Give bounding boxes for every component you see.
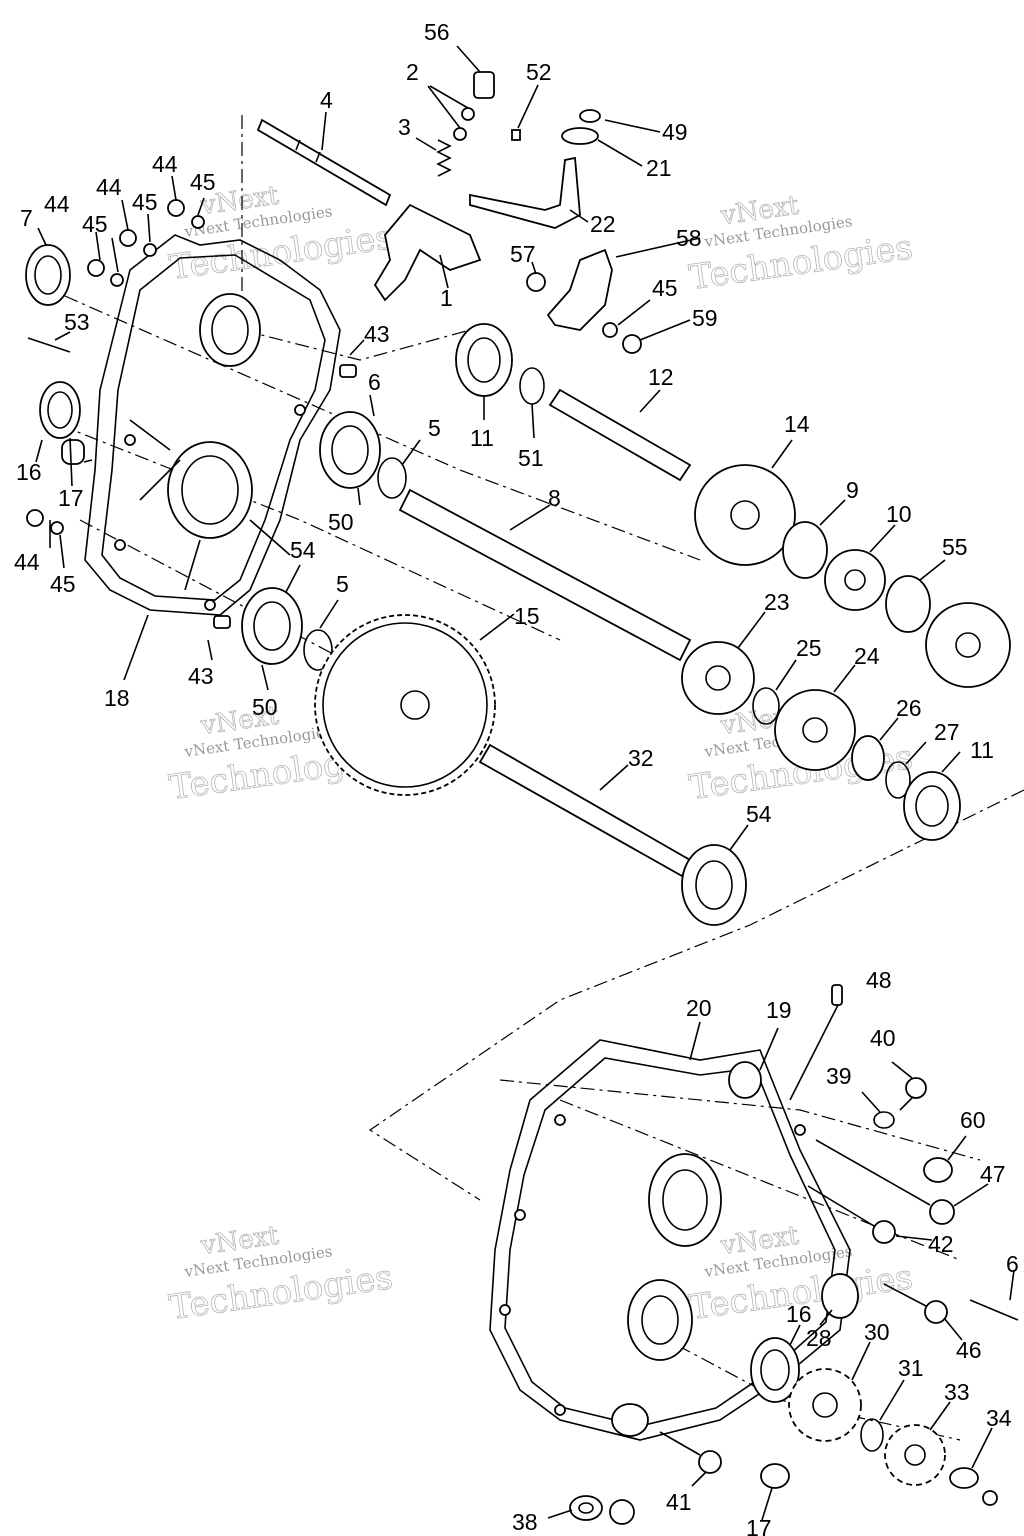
part-label-16: 16: [786, 1301, 812, 1327]
part-label-5: 5: [336, 571, 349, 597]
part-label-44: 44: [96, 174, 122, 200]
part-label-46: 46: [956, 1337, 982, 1363]
part-label-4: 4: [320, 87, 333, 113]
part-label-11: 11: [470, 425, 494, 451]
part-labels: 56 2 52 4 3 49 21 22 44 45 44 45 44 45 7…: [14, 19, 1019, 1536]
part-label-25: 25: [796, 635, 822, 661]
watermark: vNext vNext Technologies Technologies: [166, 1220, 395, 1328]
part-label-38: 38: [512, 1509, 538, 1535]
part-label-45: 45: [82, 211, 108, 237]
part-label-3: 3: [398, 114, 411, 140]
part-label-2: 2: [406, 59, 419, 85]
part-label-48: 48: [866, 967, 892, 993]
part-label-58: 58: [676, 225, 702, 251]
part-label-50: 50: [328, 509, 354, 535]
upper-parts: [25, 71, 1011, 926]
part-label-44: 44: [44, 191, 70, 217]
part-label-34: 34: [986, 1405, 1012, 1431]
part-label-53: 53: [64, 309, 90, 335]
part-label-26: 26: [896, 695, 922, 721]
part-label-50: 50: [252, 694, 278, 720]
part-label-17: 17: [746, 1515, 772, 1536]
part-label-40: 40: [870, 1025, 896, 1051]
part-label-52: 52: [526, 59, 552, 85]
part-label-43: 43: [364, 321, 390, 347]
part-label-60: 60: [960, 1107, 986, 1133]
part-label-44: 44: [152, 151, 178, 177]
part-label-45: 45: [132, 189, 158, 215]
part-label-45: 45: [652, 275, 678, 301]
part-label-41: 41: [666, 1489, 692, 1515]
part-label-30: 30: [864, 1319, 890, 1345]
part-label-56: 56: [424, 19, 450, 45]
part-label-42: 42: [928, 1231, 954, 1257]
part-label-16: 16: [16, 459, 42, 485]
part-label-10: 10: [886, 501, 912, 527]
part-label-12: 12: [648, 364, 674, 390]
part-label-5: 5: [428, 415, 441, 441]
part-label-28: 28: [806, 1325, 832, 1351]
lower-parts: [569, 984, 1019, 1525]
part-label-7: 7: [20, 205, 33, 231]
part-label-24: 24: [854, 643, 880, 669]
part-label-57: 57: [510, 241, 536, 267]
part-label-8: 8: [548, 485, 561, 511]
part-label-15: 15: [514, 603, 540, 629]
part-label-54: 54: [290, 537, 316, 563]
part-label-18: 18: [104, 685, 130, 711]
part-label-55: 55: [942, 534, 968, 560]
part-label-47: 47: [980, 1161, 1006, 1187]
part-label-54: 54: [746, 801, 772, 827]
part-label-20: 20: [686, 995, 712, 1021]
part-label-23: 23: [764, 589, 790, 615]
part-label-22: 22: [590, 211, 616, 237]
part-label-51: 51: [518, 445, 544, 471]
watermark: vNext vNext Technologies Technologies: [686, 190, 915, 298]
part-label-32: 32: [628, 745, 654, 771]
part-label-33: 33: [944, 1379, 970, 1405]
part-label-14: 14: [784, 411, 810, 437]
part-label-31: 31: [898, 1355, 924, 1381]
part-label-43: 43: [188, 663, 214, 689]
left-crankcase: [84, 234, 341, 616]
part-label-27: 27: [934, 719, 960, 745]
part-label-6: 6: [368, 369, 381, 395]
part-label-1: 1: [440, 285, 453, 311]
part-label-21: 21: [646, 155, 672, 181]
part-label-45: 45: [190, 169, 216, 195]
part-label-11: 11: [970, 737, 994, 763]
part-label-44: 44: [14, 549, 40, 575]
part-label-39: 39: [826, 1063, 852, 1089]
right-crankcase: [489, 1039, 851, 1441]
part-label-19: 19: [766, 997, 792, 1023]
part-label-45: 45: [50, 571, 76, 597]
part-label-9: 9: [846, 477, 859, 503]
part-label-49: 49: [662, 119, 688, 145]
part-label-17: 17: [58, 485, 84, 511]
part-label-59: 59: [692, 305, 718, 331]
part-label-6: 6: [1006, 1251, 1019, 1277]
leader-lines: [35, 45, 1015, 1521]
